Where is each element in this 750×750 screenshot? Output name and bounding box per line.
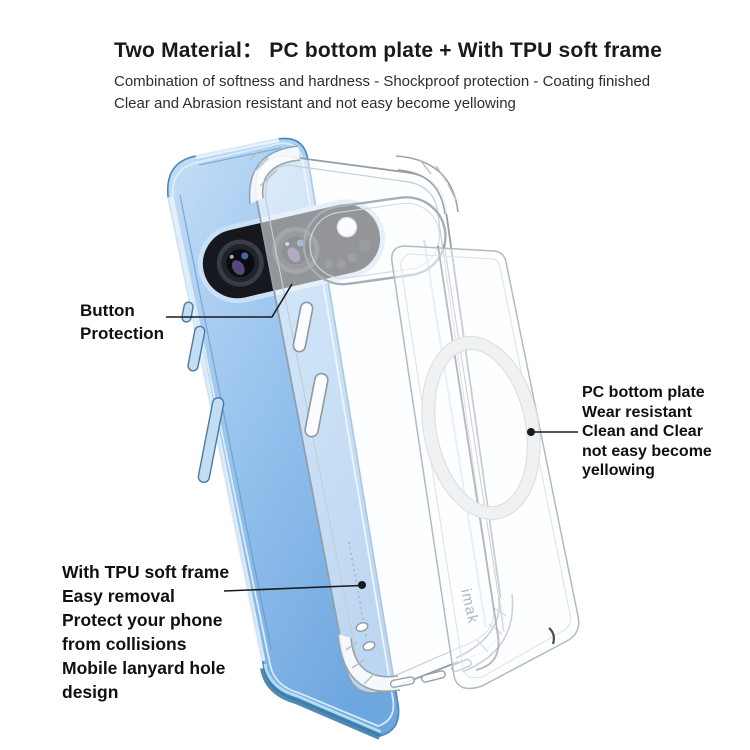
annotation-line: from collisions xyxy=(62,634,187,654)
annotation-line: design xyxy=(62,682,119,702)
lanyard-holes xyxy=(355,622,376,651)
annotation-button-protection: Button Protection xyxy=(80,299,164,345)
case-corner-bumper-top-left xyxy=(248,145,301,205)
annotation-line: Wear resistant xyxy=(582,403,692,421)
header: Two Material： PC bottom plate + With TPU… xyxy=(114,34,714,115)
leader-line-button-protection xyxy=(166,283,293,318)
plate-notch-mark xyxy=(548,627,555,645)
pc-plate-illustration: imak xyxy=(391,245,580,690)
phone-bottom-edge-highlight xyxy=(263,663,382,734)
annotation-tpu-soft-frame: With TPU soft frame Easy removal Protect… xyxy=(62,560,229,704)
phone-power-button xyxy=(181,301,194,323)
leader-line-tpu-frame xyxy=(223,581,366,592)
subtitle: Combination of softness and hardness - S… xyxy=(114,71,714,115)
case-button-covers xyxy=(292,301,329,438)
page-title: Two Material： PC bottom plate + With TPU… xyxy=(114,39,663,62)
annotation-line: not easy become xyxy=(582,442,712,460)
phone-top-edge-highlight xyxy=(195,138,280,159)
camera-lens-left xyxy=(216,239,264,287)
phone-left-rail-line xyxy=(179,194,272,650)
annotation-leader-lines xyxy=(166,283,578,592)
phone-bottom-edge-band xyxy=(260,667,382,740)
subtitle-line-1: Combination of softness and hardness - S… xyxy=(114,73,651,90)
subtitle-line-2: Clear and Abrasion resistant and not eas… xyxy=(114,95,516,112)
phone-volume-button xyxy=(187,325,206,372)
camera-cutout xyxy=(302,196,447,286)
case-button-cover-bottom xyxy=(304,372,329,438)
magsafe-ring xyxy=(421,336,541,520)
annotation-line: With TPU soft frame xyxy=(62,562,230,582)
annotation-pc-bottom-plate: PC bottom plate Wear resistant Clean and… xyxy=(582,383,712,481)
case-corner-bumper-bottom-left xyxy=(337,633,401,692)
annotation-line: yellowing xyxy=(582,462,655,479)
annotation-line: Button xyxy=(80,301,135,320)
case-corner-bumper-top-right xyxy=(395,155,459,215)
annotation-line: Protection xyxy=(80,324,165,343)
phone-top-edge-line xyxy=(198,147,282,166)
annotation-line: Clean and Clear xyxy=(582,423,703,440)
annotation-line: Mobile lanyard hole xyxy=(62,658,226,678)
phone-side-rail-button xyxy=(197,396,225,484)
phone-inner-frame-line xyxy=(171,142,395,727)
annotation-line: Easy removal xyxy=(62,586,175,606)
plate-inner-line xyxy=(400,253,572,679)
case-button-cover-top xyxy=(292,301,314,353)
annotation-line: PC bottom plate xyxy=(582,384,705,401)
annotation-line: Protect your phone xyxy=(62,610,223,630)
phone-side-buttons xyxy=(181,301,225,484)
leader-line-pc-plate xyxy=(527,428,578,436)
